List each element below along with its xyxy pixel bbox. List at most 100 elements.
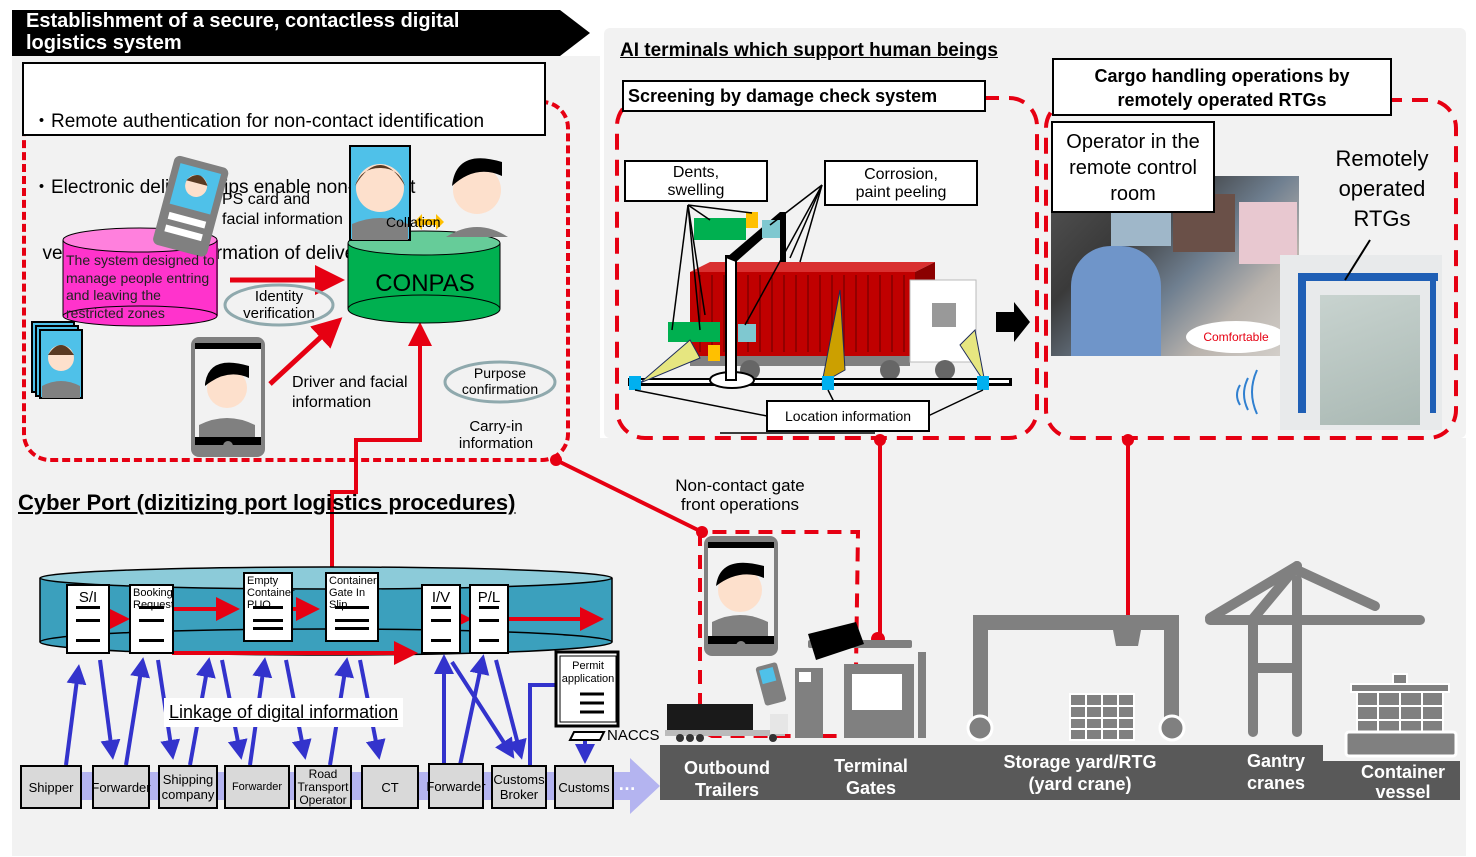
comfortable-label: Comfortable xyxy=(1203,330,1269,344)
ps-card-label-line2: facial information xyxy=(222,211,343,228)
carry-line2: information xyxy=(458,435,534,452)
doc-gatein-label: Container Gate In Slip xyxy=(329,575,377,611)
comfortable-badge: Comfortable xyxy=(1186,321,1286,353)
dents-line1: Dents, xyxy=(672,164,720,181)
corrosion-line1: Corrosion, xyxy=(864,166,938,183)
actor-shipper: Shipper xyxy=(20,765,82,809)
driver-facial-label: Driver and facial information xyxy=(292,373,408,413)
cyber-port-title: Cyber Port (dizitizing port logistics pr… xyxy=(18,490,516,515)
rtg-region xyxy=(1044,98,1458,440)
rtg-title-line2: remotely operated RTGs xyxy=(1117,90,1327,110)
corrosion-line2: paint peeling xyxy=(855,184,947,201)
actor-ct: CT xyxy=(361,765,419,809)
operator-line1: Operator in the xyxy=(1066,131,1200,153)
conpas-label: CONPAS xyxy=(375,270,475,297)
banner-title-line1: Establishment of a secure, contactless d… xyxy=(26,10,460,32)
gantry-crane-icon xyxy=(1205,561,1425,737)
rtg-render xyxy=(1280,255,1442,430)
purpose-confirmation-label: Purpose confirmation xyxy=(445,365,555,397)
identity-line1: Identity xyxy=(254,288,304,305)
permit-application-monitor-icon xyxy=(554,650,620,741)
outbound-line1: Outbound xyxy=(684,758,770,778)
bullet-1: ・Remote authentication for non-contact i… xyxy=(32,111,485,132)
operator-label-box: Operator in the remote control room xyxy=(1051,121,1215,213)
terminal-gate-icon xyxy=(755,622,926,738)
person-icon xyxy=(446,158,508,237)
ai-terminals-title: AI terminals which support human beings xyxy=(620,40,998,61)
gates-line1: Terminal xyxy=(834,756,908,776)
gantry-cranes-label: Gantry cranes xyxy=(1236,750,1316,794)
actor-shipping-company: Shipping company xyxy=(158,765,218,809)
actor-customs-label: Customs xyxy=(558,779,610,795)
vessel-line2: vessel xyxy=(1375,782,1431,802)
dents-label-box: Dents, swelling xyxy=(624,160,768,202)
purpose-line1: Purpose xyxy=(473,365,527,381)
restricted-zone-system-label: The system designed to manage people ent… xyxy=(66,252,215,321)
rtg-frame-top xyxy=(1298,273,1438,281)
arrow-driver-to-conpas xyxy=(268,317,343,386)
remote-line1: Remotely xyxy=(1335,146,1429,171)
damage-check-illustration xyxy=(628,184,1030,434)
actor-forwarder-3: Forwarder xyxy=(426,763,486,809)
terminal-gates-label: Terminal Gates xyxy=(812,755,930,799)
location-info-label: Location information xyxy=(784,408,912,424)
driver-line1: Driver and facial xyxy=(292,374,408,391)
outbound-trailer-icon xyxy=(665,704,788,742)
rtg-title-line1: Cargo handling operations by xyxy=(1094,66,1350,86)
container-vessel-icon xyxy=(1344,673,1458,758)
location-info-box: Location information xyxy=(766,400,930,432)
storage-yard-label: Storage yard/RTG (yard crane) xyxy=(990,751,1170,795)
actor-broker-label: Customs Broker xyxy=(493,772,545,802)
id-card-stack-icon xyxy=(31,321,83,399)
operator-figure xyxy=(1071,246,1161,356)
actor-ct-label: CT xyxy=(381,779,399,795)
doc-iv: I/V xyxy=(421,584,461,654)
actor-customs: Customs xyxy=(554,765,614,809)
yard-line1: Storage yard/RTG xyxy=(1003,752,1157,772)
gate-line2: front operations xyxy=(680,495,800,514)
monitor-3 xyxy=(1239,202,1297,264)
rtg-frame-right xyxy=(1430,273,1436,413)
ellipsis-label: … xyxy=(618,774,636,794)
collation-arrow-icon xyxy=(414,214,444,230)
identity-verification-ellipse xyxy=(223,283,335,327)
naccs-label: NACCS xyxy=(607,727,660,744)
outbound-trailers-label: Outbound Trailers xyxy=(668,757,786,801)
actor-shipper-label: Shipper xyxy=(28,779,74,795)
actor-forwarder-1-label: Forwarder xyxy=(91,779,151,795)
rtg-frame-left xyxy=(1298,273,1306,413)
collation-label: Collation xyxy=(386,214,441,230)
camera-icon xyxy=(808,622,864,660)
purpose-confirmation-ellipse xyxy=(443,360,557,404)
remote-line2: operated xyxy=(1338,176,1426,201)
banner-title-line2: logistics system xyxy=(26,32,182,54)
carry-in-label: Carry-in information xyxy=(446,418,546,452)
remote-line3: RTGs xyxy=(1353,206,1411,231)
carry-line1: Carry-in xyxy=(469,418,523,435)
actor-forwarder-1: Forwarder xyxy=(91,765,151,809)
container-vessel-label: Container vessel xyxy=(1344,762,1462,802)
line-to-gate xyxy=(555,458,703,534)
driver-line2: information xyxy=(292,394,372,411)
ps-card-label: PS card and facial information xyxy=(222,190,343,230)
vessel-line1: Container xyxy=(1360,762,1445,782)
outbound-line2: Trailers xyxy=(694,780,760,800)
purpose-line2: confirmation xyxy=(461,381,539,397)
vessel-base-bar xyxy=(1323,761,1460,800)
container-stacks xyxy=(1320,295,1420,425)
operator-line2: remote control xyxy=(1069,157,1197,179)
damage-check-title-box: Screening by damage check system xyxy=(622,80,986,112)
right-arrow-icon xyxy=(996,302,1030,342)
doc-empty-container-puo: Empty Container PUO xyxy=(243,572,295,642)
rtg-yard-crane-icon xyxy=(966,615,1186,742)
gantry-line2: cranes xyxy=(1246,773,1306,793)
linkage-label: Linkage of digital information xyxy=(164,698,404,727)
actor-forwarder-2: Forwarder xyxy=(224,765,290,809)
gates-line2: Gates xyxy=(845,778,897,798)
actor-forwarder-2-label: Forwarder xyxy=(231,780,283,793)
damage-check-title: Screening by damage check system xyxy=(628,86,938,106)
gate-line1: Non-contact gate xyxy=(675,476,805,495)
main-banner: Establishment of a secure, contactless d… xyxy=(12,10,560,56)
terminal-base-bar xyxy=(660,745,1323,800)
